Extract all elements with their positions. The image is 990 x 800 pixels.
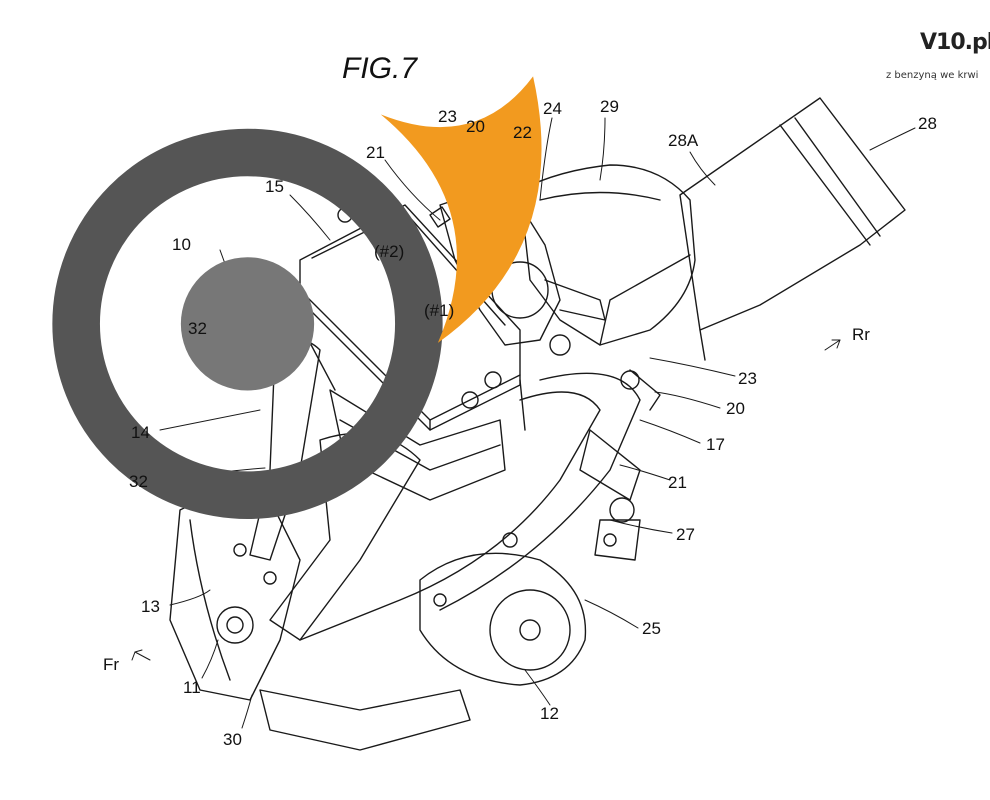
label-11: 11 — [183, 679, 201, 696]
logo-brand: V10.pl — [920, 30, 990, 55]
label-27: 27 — [676, 526, 695, 543]
label-22: 22 — [513, 124, 532, 141]
label-13: 13 — [141, 598, 160, 615]
label-30: 30 — [223, 731, 242, 748]
label-12: 12 — [540, 705, 559, 722]
label-23-top: 23 — [438, 108, 457, 125]
label-20-top: 20 — [466, 118, 485, 135]
label-25: 25 — [642, 620, 661, 637]
label-20-right: 20 — [726, 400, 745, 417]
logo-tagline: z benzyną we krwi — [886, 70, 978, 81]
label-24: 24 — [543, 100, 562, 117]
label-15: 15 — [265, 178, 284, 195]
label-32-bottom: 32 — [129, 473, 148, 490]
label-23-right: 23 — [738, 370, 757, 387]
label-10: 10 — [172, 236, 191, 253]
label-28: 28 — [918, 115, 937, 132]
label-28a: 28A — [668, 132, 698, 149]
label-32-top: 32 — [188, 320, 207, 337]
label-rear: Rr — [852, 326, 870, 343]
label-14: 14 — [131, 424, 150, 441]
label-cylinder-1: (#1) — [424, 302, 454, 319]
label-17: 17 — [706, 436, 725, 453]
label-21-top: 21 — [366, 144, 385, 161]
label-cylinder-2: (#2) — [374, 243, 404, 260]
label-front: Fr — [103, 656, 119, 673]
label-29: 29 — [600, 98, 619, 115]
label-21-right: 21 — [668, 474, 687, 491]
